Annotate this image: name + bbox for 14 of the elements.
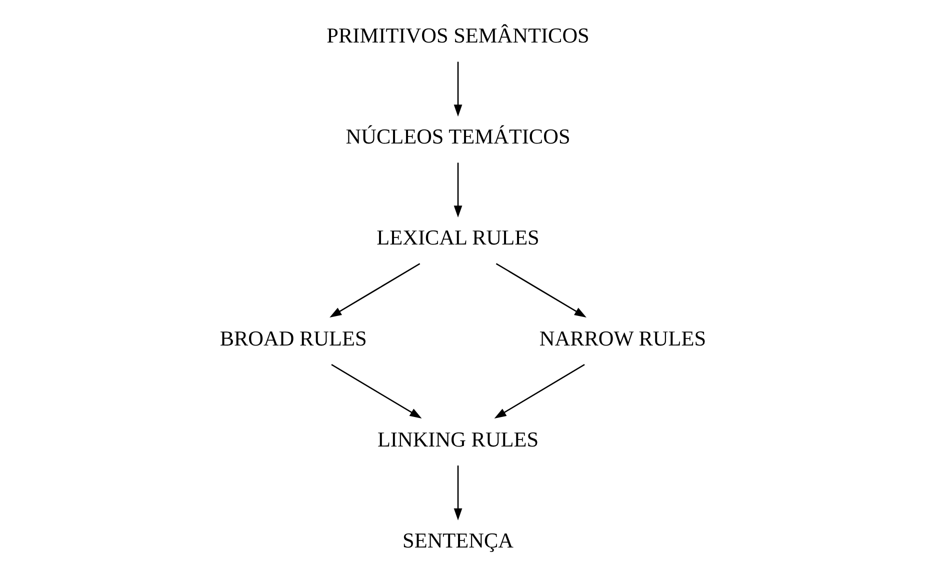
- arrow: [494, 364, 584, 418]
- arrow: [453, 162, 462, 218]
- node-text: NARROW RULES: [538, 326, 706, 351]
- node-text: BROAD RULES: [219, 326, 366, 351]
- arrow: [330, 364, 422, 418]
- arrow: [495, 263, 586, 318]
- node-text: LINKING RULES: [376, 427, 538, 452]
- node-text: NÚCLEOS TEMÁTICOS: [345, 124, 570, 149]
- node-text: SENTENÇA: [402, 528, 514, 552]
- node-text: LEXICAL RULES: [376, 226, 539, 250]
- arrow: [453, 62, 462, 117]
- arrow: [329, 263, 420, 318]
- node-text: PRIMITIVOS SEMÂNTICOS: [326, 24, 589, 48]
- arrow: [453, 466, 462, 520]
